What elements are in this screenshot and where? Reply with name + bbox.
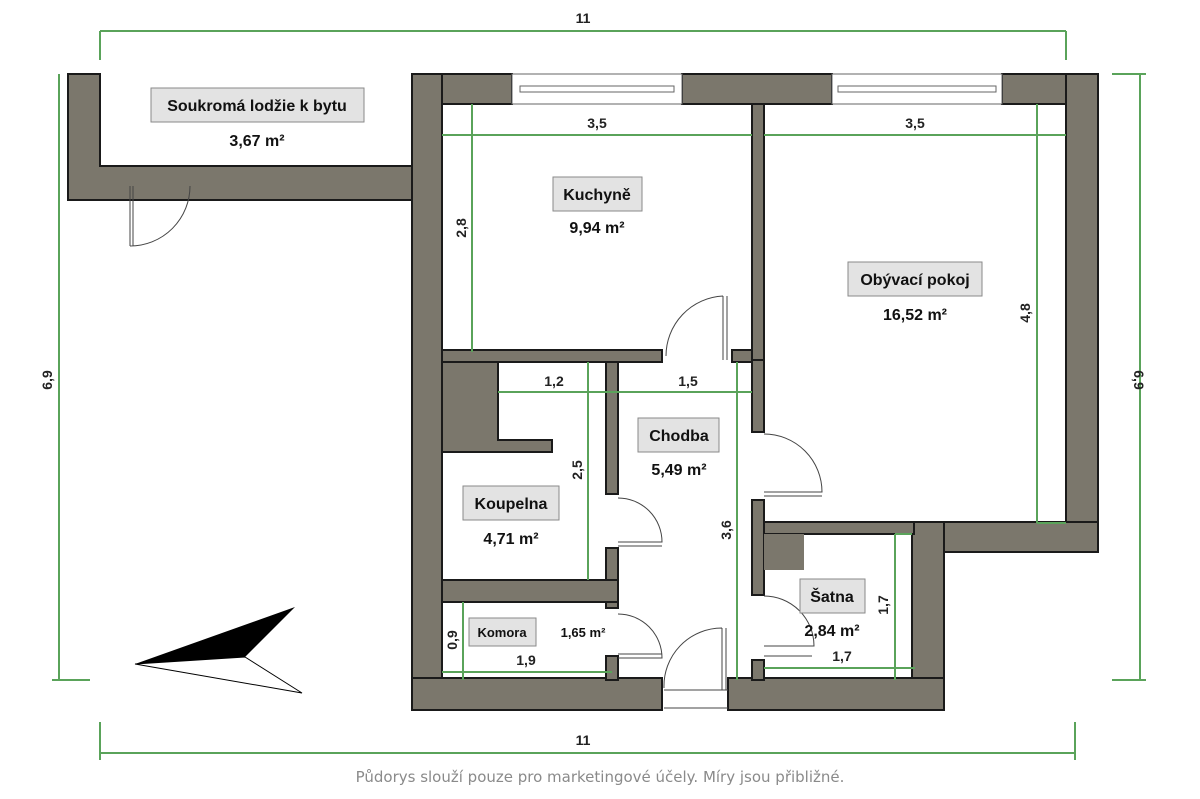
dim-overall-left: 6,9 <box>39 370 55 390</box>
wall-bath-hall-1 <box>605 361 619 495</box>
wall-bottom-left <box>411 677 663 711</box>
room-name: Soukromá lodžie k bytu <box>167 98 347 115</box>
wall-kitchen-living <box>751 103 765 365</box>
room-name: Šatna <box>810 587 854 606</box>
kitchen-window-pane <box>519 85 675 93</box>
room-wardrobe: Šatna 2,84 m² <box>799 578 866 640</box>
room-area: 9,94 m² <box>569 220 624 237</box>
dim-overall-right: 6,9 <box>1131 370 1147 390</box>
dim-hallway-depth: 3,6 <box>718 520 734 540</box>
wall-living-bottom <box>941 521 1099 553</box>
room-labels: Soukromá lodžie k bytu 3,67 m² Kuchyně 9… <box>150 87 983 647</box>
room-label-box <box>150 87 365 123</box>
wall-hall-right-1 <box>751 359 765 433</box>
wall-left <box>411 73 443 711</box>
room-living: Obývací pokoj 16,52 m² <box>847 261 983 324</box>
disclaimer-text: Půdorys slouží pouze pro marketingové úč… <box>355 768 845 786</box>
room-kitchen: Kuchyně 9,94 m² <box>552 176 643 237</box>
wall-bath-pantry <box>441 579 619 603</box>
dim-pantry-depth: 0,9 <box>444 630 460 650</box>
room-bathroom: Koupelna 4,71 m² <box>462 485 560 548</box>
room-area: 5,49 m² <box>651 462 706 479</box>
wall-bottom-right <box>727 677 945 711</box>
dim-overall-bottom: 11 <box>576 732 591 748</box>
walls <box>67 73 1099 711</box>
north-arrow-dark-half <box>135 607 295 664</box>
pantry-door <box>617 613 663 659</box>
wall-top-2 <box>681 73 833 105</box>
room-name: Komora <box>477 625 527 640</box>
room-area: 16,52 m² <box>883 307 947 324</box>
dim-kitchen-width: 3,5 <box>587 115 607 131</box>
dim-bathroom-depth: 2,5 <box>569 460 585 480</box>
wall-hall-right-3 <box>751 659 765 681</box>
loggia-door <box>129 185 191 247</box>
kitchen-door <box>665 295 728 360</box>
room-label-box <box>462 485 560 521</box>
room-name: Obývací pokoj <box>860 272 969 289</box>
room-pantry: Komora 1,65 m² <box>468 617 606 647</box>
wall-kitchen-bottom-r <box>731 349 755 363</box>
dimension-labels: 11 11 6,9 6,9 3,5 3,5 2,8 4,8 1,2 1,5 2,… <box>39 10 1147 748</box>
room-label-box <box>552 176 643 212</box>
room-label-box <box>847 261 983 297</box>
dim-hallway-width: 1,5 <box>678 373 698 389</box>
dim-kitchen-depth: 2,8 <box>453 218 469 238</box>
bath-shaft <box>441 361 553 453</box>
wall-wardrobe-top <box>763 521 915 535</box>
north-arrow-icon <box>134 607 303 694</box>
doors <box>129 185 823 709</box>
room-name: Kuchyně <box>563 187 631 204</box>
dim-living-width: 3,5 <box>905 115 925 131</box>
room-label-box <box>799 578 866 614</box>
dim-wardrobe-width: 1,7 <box>832 648 852 664</box>
room-area: 1,65 m² <box>561 625 606 640</box>
room-loggia: Soukromá lodžie k bytu 3,67 m² <box>150 87 365 150</box>
dim-living-depth: 4,8 <box>1017 303 1033 323</box>
living-window-pane <box>837 85 997 93</box>
wall-pantry-hall <box>605 655 619 681</box>
room-label-box <box>637 417 720 453</box>
room-name: Koupelna <box>475 496 548 513</box>
room-area: 4,71 m² <box>483 531 538 548</box>
living-door <box>763 433 823 497</box>
north-arrow-light-half <box>134 656 303 694</box>
dimension-lines <box>52 30 1146 760</box>
wardrobe-shaft <box>764 534 804 570</box>
room-area: 3,67 m² <box>229 133 284 150</box>
room-label-box <box>468 617 537 647</box>
dim-wardrobe-depth: 1,7 <box>875 595 891 615</box>
room-area: 2,84 m² <box>804 623 859 640</box>
dim-bathroom-width: 1,2 <box>544 373 564 389</box>
wall-kitchen-bottom <box>441 349 663 363</box>
bathroom-door <box>617 497 663 547</box>
wall-hall-right-2 <box>751 499 765 596</box>
dim-pantry-width: 1,9 <box>516 652 536 668</box>
room-name: Chodba <box>649 428 709 445</box>
room-hallway: Chodba 5,49 m² <box>637 417 720 479</box>
windows <box>511 73 1003 105</box>
entrance-door <box>663 627 728 709</box>
dim-overall-top: 11 <box>576 10 591 26</box>
wall-right <box>1065 73 1099 553</box>
